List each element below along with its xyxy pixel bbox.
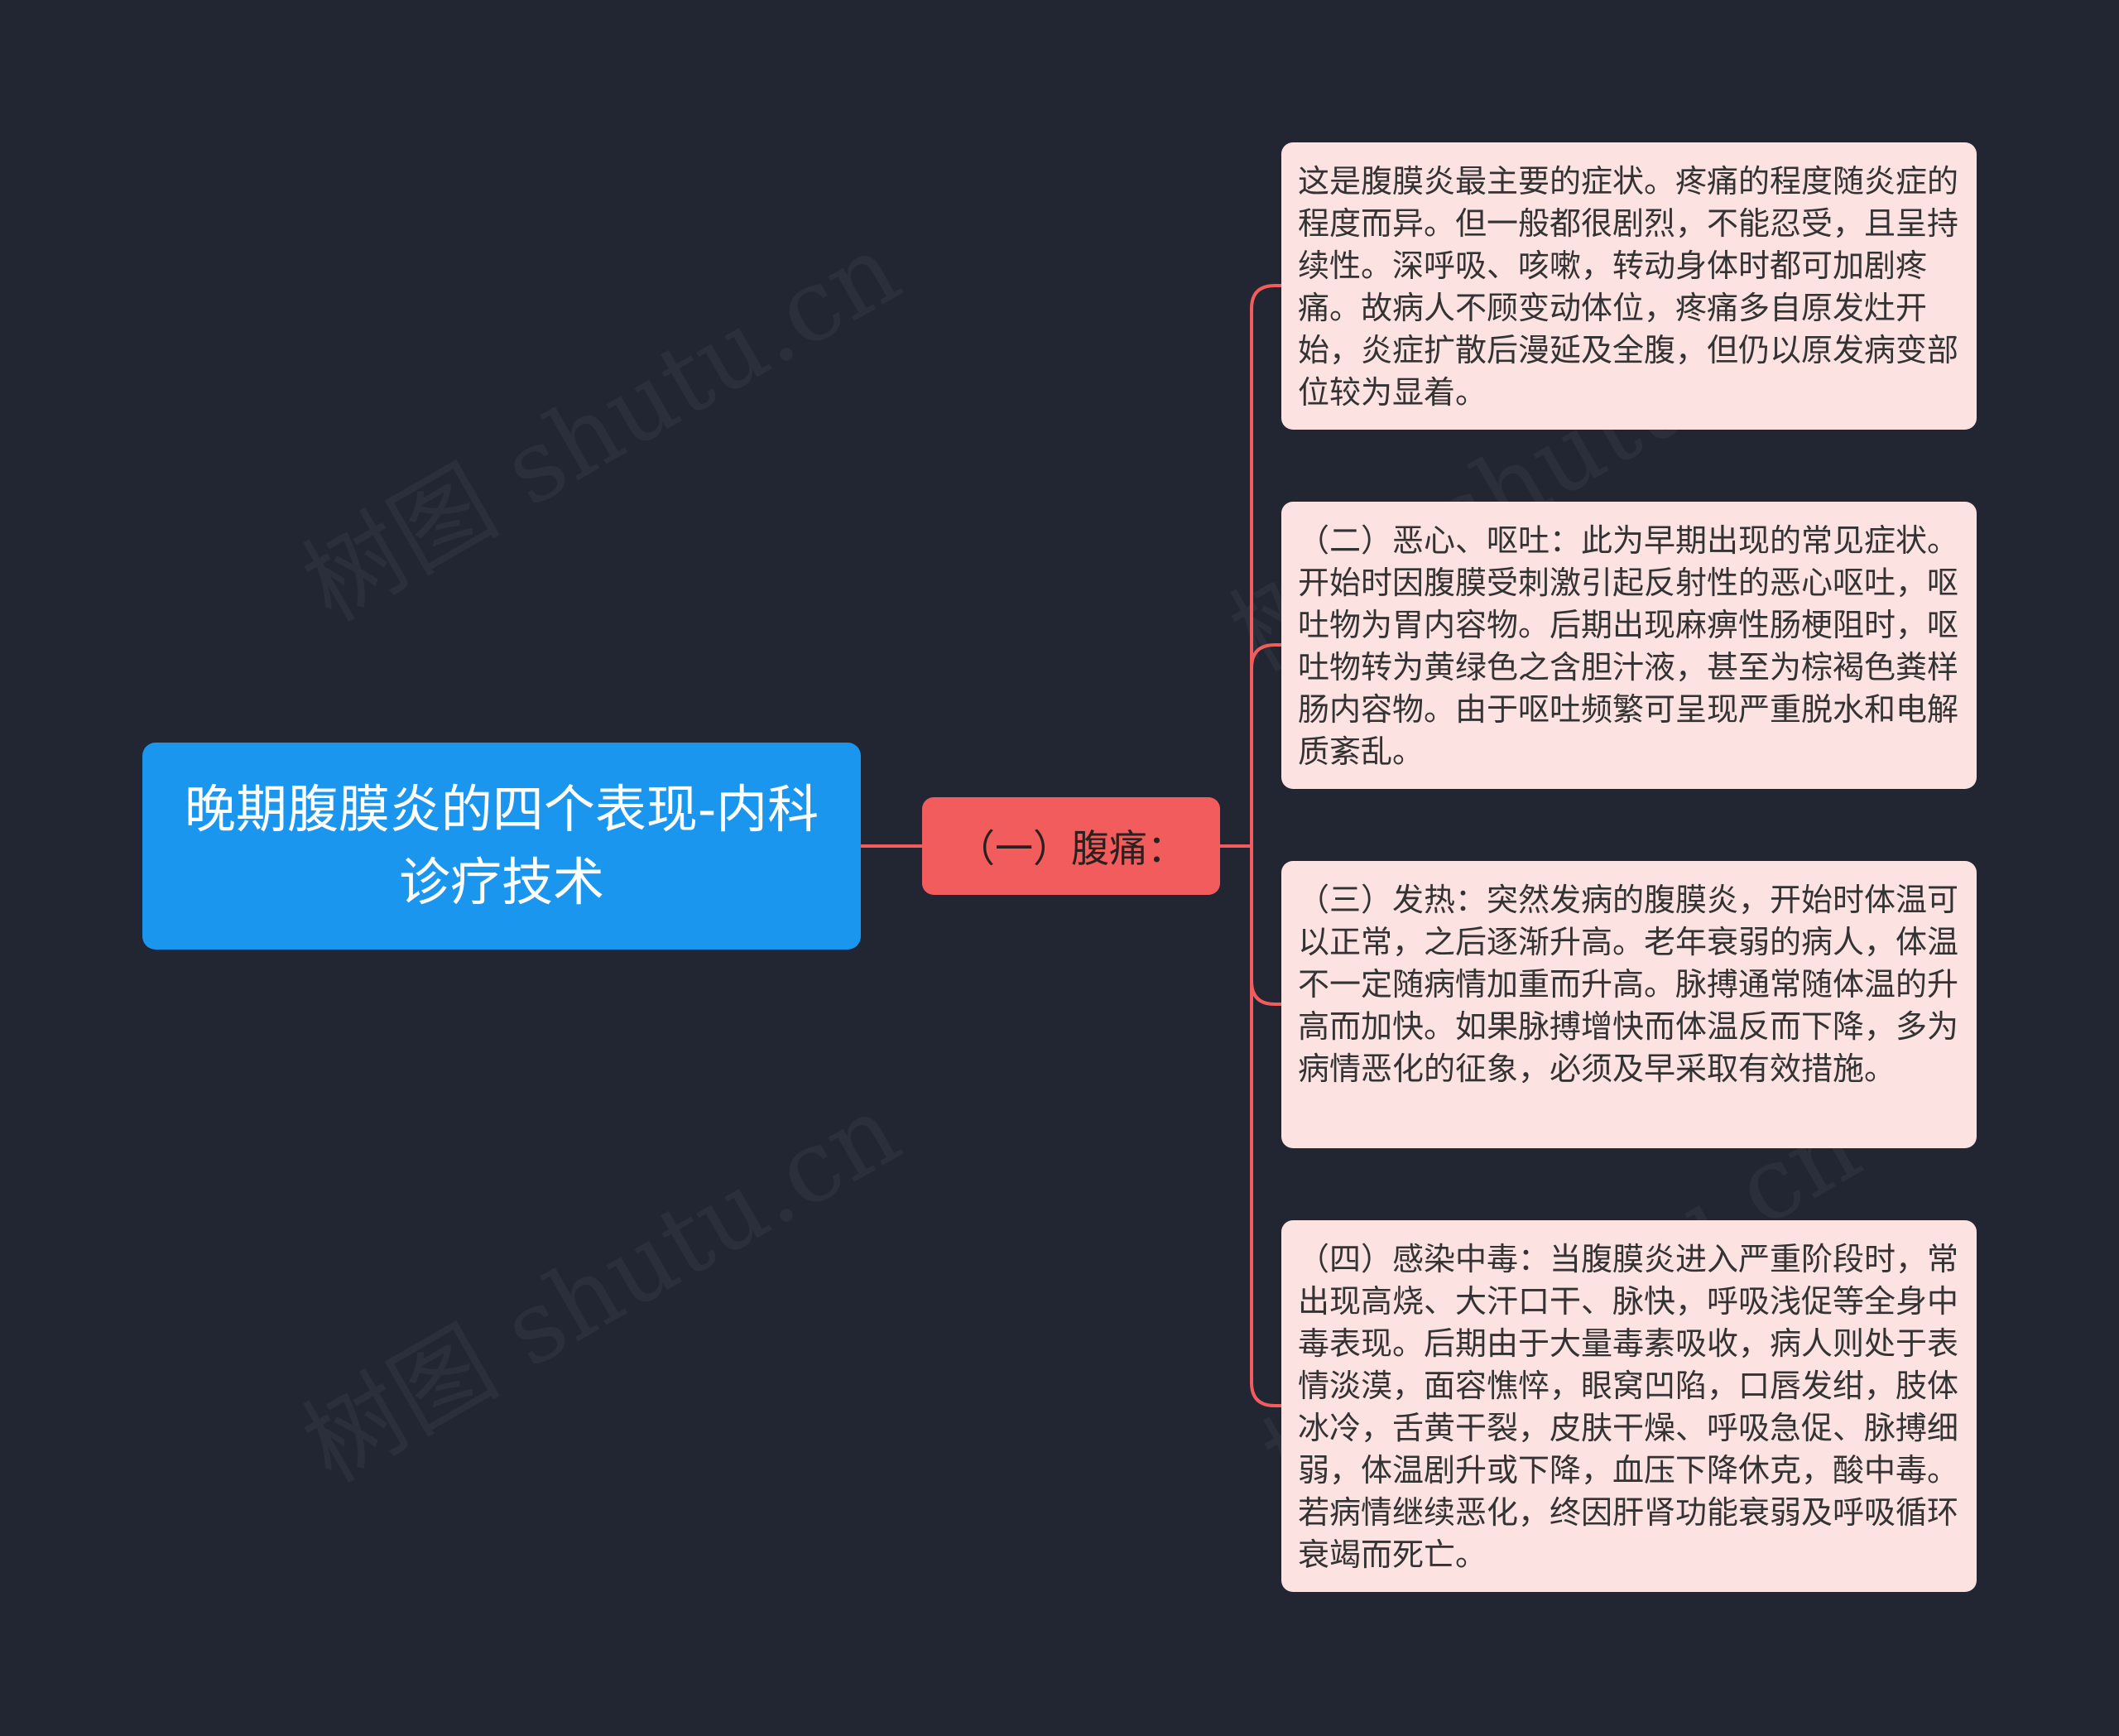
root-topic-node[interactable]: 晚期腹膜炎的四个表现-内科诊疗技术	[142, 743, 861, 950]
leaf-topic-node[interactable]: 这是腹膜炎最主要的症状。疼痛的程度随炎症的程度而异。但一般都很剧烈，不能忍受，且…	[1281, 142, 1977, 430]
leaf-4-connector	[1250, 846, 1281, 1407]
leaf-topic-node[interactable]: （三）发热：突然发病的腹膜炎，开始时体温可以正常，之后逐渐升高。老年衰弱的病人，…	[1281, 861, 1977, 1148]
leaf-3-connector	[1250, 846, 1281, 1006]
leaf-topic-text: （三）发热：突然发病的腹膜炎，开始时体温可以正常，之后逐渐升高。老年衰弱的病人，…	[1298, 882, 1959, 1087]
leaf-topic-text: 这是腹膜炎最主要的症状。疼痛的程度随炎症的程度而异。但一般都很剧烈，不能忍受，且…	[1298, 163, 1959, 411]
branch-topic-node[interactable]: （一）腹痛：	[922, 797, 1220, 895]
leaf-topic-node[interactable]: （四）感染中毒：当腹膜炎进入严重阶段时，常出现高烧、大汗口干、脉快，呼吸浅促等全…	[1281, 1220, 1977, 1592]
leaf-topic-text: （二）恶心、呕吐：此为早期出现的常见症状。开始时因腹膜受刺激引起反射性的恶心呕吐…	[1298, 522, 1959, 770]
leaf-2-connector	[1250, 643, 1281, 846]
root-topic-label: 晚期腹膜炎的四个表现-内科诊疗技术	[184, 779, 819, 912]
branch-topic-label: （一）腹痛：	[957, 826, 1185, 871]
leaf-topic-node[interactable]: （二）恶心、呕吐：此为早期出现的常见症状。开始时因腹膜受刺激引起反射性的恶心呕吐…	[1281, 502, 1977, 789]
leaf-topic-text: （四）感染中毒：当腹膜炎进入严重阶段时，常出现高烧、大汗口干、脉快，呼吸浅促等全…	[1298, 1241, 1959, 1573]
leaf-1-connector	[1250, 284, 1281, 846]
